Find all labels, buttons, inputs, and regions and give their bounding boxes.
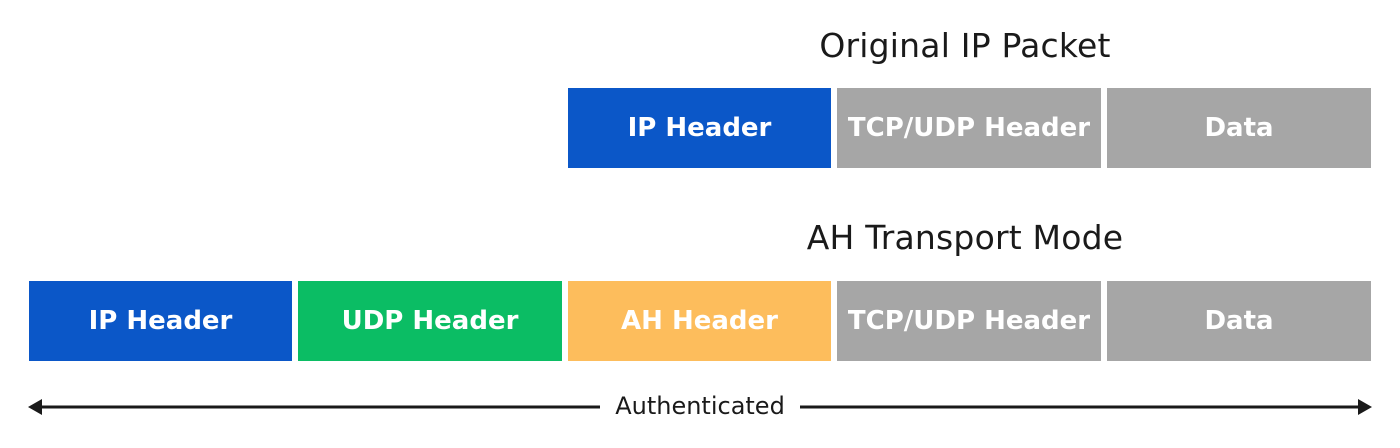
ah-ah-header-block: AH Header (568, 281, 831, 361)
ah-transport-mode-title: AH Transport Mode (806, 218, 1124, 257)
ah-data-block: Data (1107, 281, 1371, 361)
ah-tcp-udp-header-block: TCP/UDP Header (837, 281, 1101, 361)
ah-ip-header-block: IP Header (29, 281, 292, 361)
original-packet-title: Original IP Packet (819, 26, 1111, 65)
arrow-head-left-icon (28, 399, 42, 415)
original-tcp-udp-header-block: TCP/UDP Header (837, 88, 1101, 168)
authenticated-label: Authenticated (600, 392, 800, 420)
authenticated-span-arrow (28, 399, 1372, 415)
original-ip-header-block: IP Header (568, 88, 831, 168)
arrow-head-right-icon (1358, 399, 1372, 415)
original-data-block: Data (1107, 88, 1371, 168)
ah-udp-header-block: UDP Header (298, 281, 562, 361)
